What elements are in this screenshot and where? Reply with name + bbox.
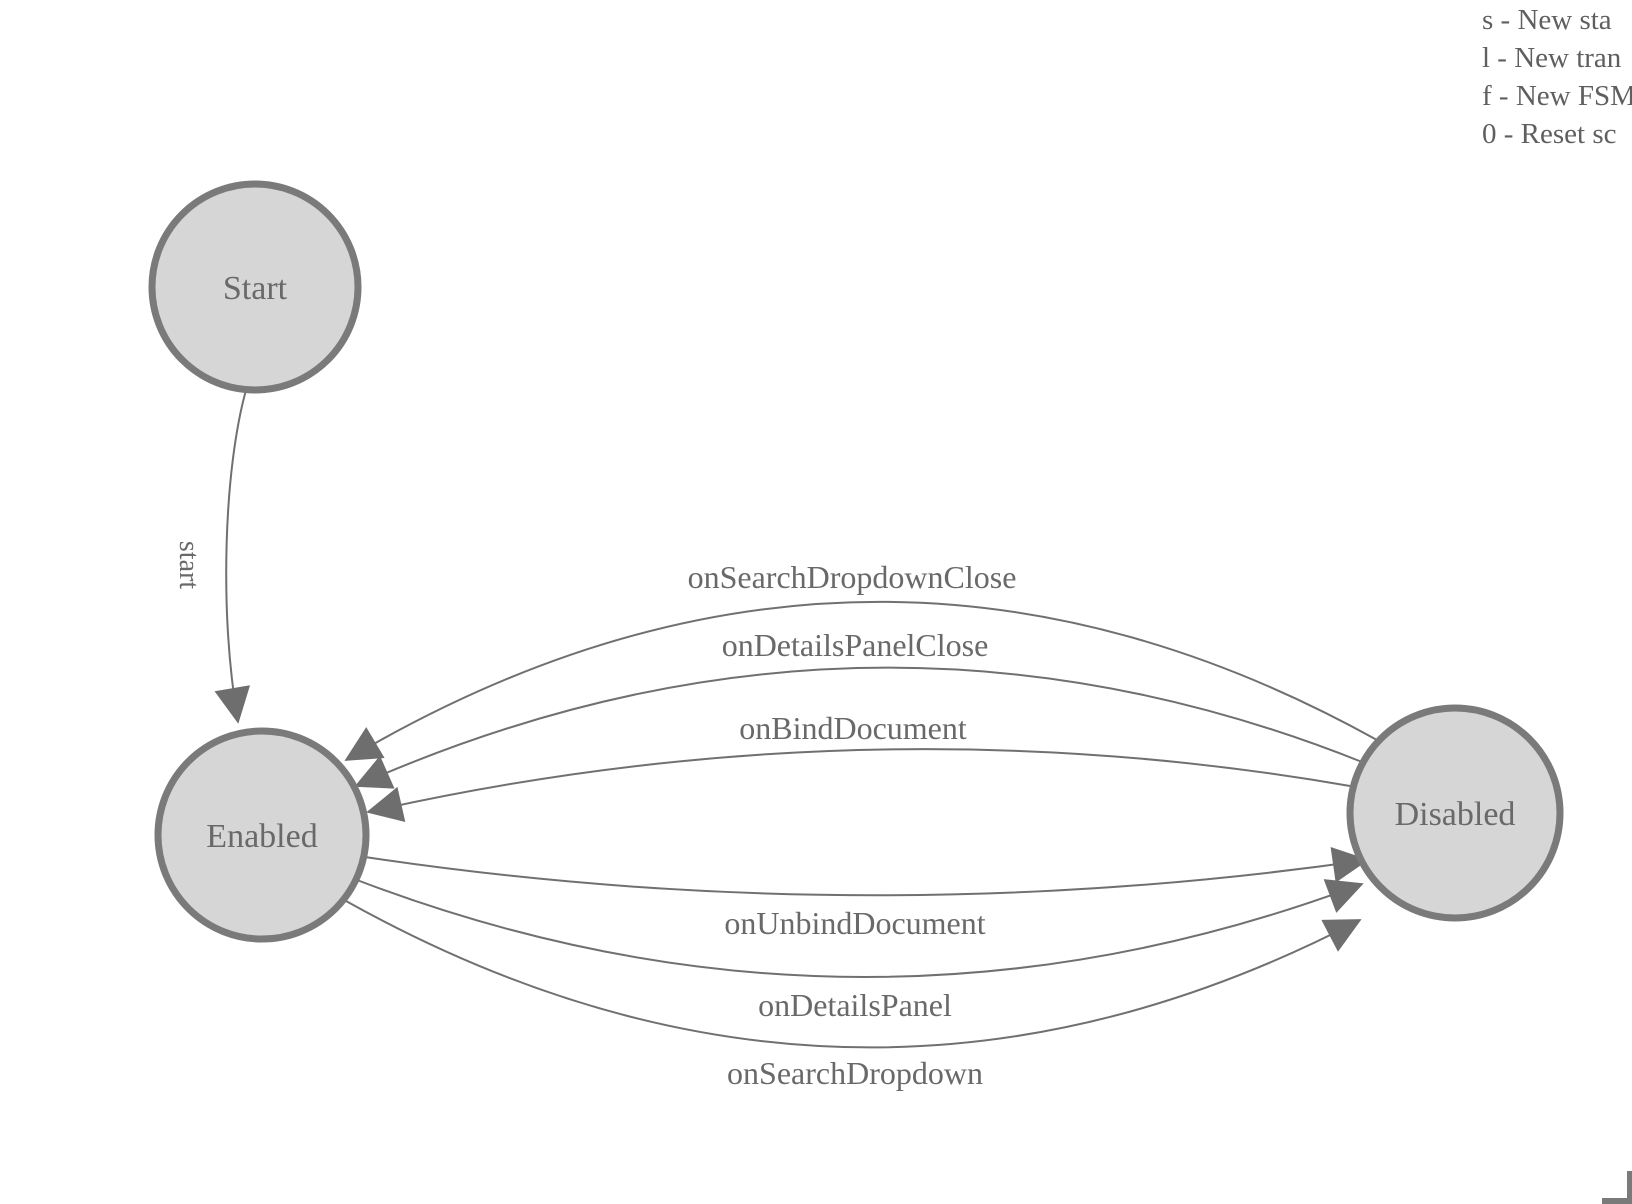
transition-edge-search-dropdown[interactable]	[345, 900, 1362, 1049]
corner-mark-horizontal-bar	[1602, 1198, 1632, 1204]
corner-mark-vertical-bar	[1627, 1171, 1632, 1204]
shortcut-help: s - New sta l - New tran f - New FSM 0 -…	[1482, 1, 1632, 153]
state-circle-disabled[interactable]	[1346, 704, 1564, 922]
edge-label-unbind-document: onUnbindDocument	[724, 905, 985, 941]
edge-label-bind-document: onBindDocument	[739, 710, 967, 746]
transition-edge-unbind-document[interactable]	[364, 847, 1369, 897]
transition-edge-bind-document[interactable]	[366, 748, 1351, 823]
edge-label-start: start	[173, 541, 204, 589]
edge-label-details-panel-close: onDetailsPanelClose	[722, 627, 989, 663]
transition-edge-start[interactable]	[214, 389, 251, 724]
help-line-reset: 0 - Reset sc	[1482, 118, 1617, 150]
transition-edge-details-panel-close[interactable]	[354, 666, 1363, 789]
edge-label-search-dropdown: onSearchDropdown	[727, 1055, 983, 1091]
transition-edge-details-panel[interactable]	[356, 879, 1364, 978]
state-circle-enabled[interactable]	[154, 727, 370, 943]
state-label-start: Start	[223, 270, 288, 307]
state-node-disabled[interactable]: Disabled	[1346, 704, 1564, 922]
transition-edge-search-dropdown-close[interactable]	[344, 600, 1378, 761]
help-line-new-state: s - New sta	[1482, 4, 1612, 36]
state-label-enabled: Enabled	[206, 818, 317, 855]
help-line-new-transition: l - New tran	[1482, 42, 1622, 74]
edge-label-details-panel: onDetailsPanel	[758, 987, 952, 1023]
state-node-enabled[interactable]: Enabled	[154, 727, 370, 943]
help-line-new-fsm: f - New FSM	[1482, 80, 1632, 112]
state-label-disabled: Disabled	[1395, 796, 1516, 833]
state-circle-start[interactable]	[148, 180, 362, 394]
edge-label-search-dropdown-close: onSearchDropdownClose	[688, 559, 1017, 595]
corner-mark	[1602, 1171, 1632, 1204]
state-node-start[interactable]: Start	[148, 180, 362, 394]
